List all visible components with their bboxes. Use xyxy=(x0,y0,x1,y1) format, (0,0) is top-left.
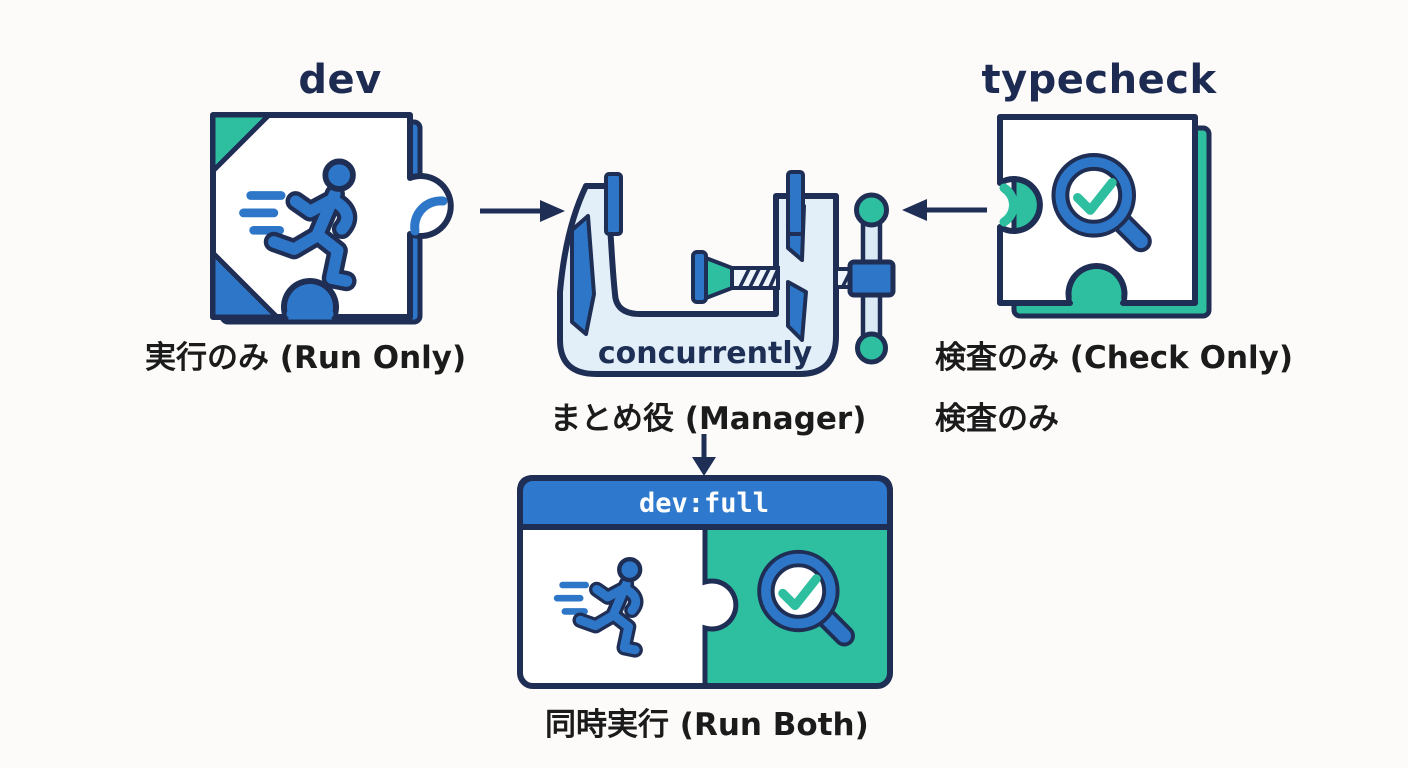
typecheck-node-title: typecheck xyxy=(981,57,1217,103)
dev-caption: 実行のみ (Run Only) xyxy=(145,340,467,376)
arrow-typecheck-to-concurrently xyxy=(902,199,987,221)
devfull-caption: 同時実行 (Run Both) xyxy=(545,707,869,743)
arrow-head xyxy=(692,457,716,476)
clamp-body xyxy=(557,183,839,377)
clamp-handle-ball-top xyxy=(854,192,889,228)
dev-node-title: dev xyxy=(298,57,382,103)
clamp-right-pad xyxy=(786,170,805,236)
clamp-left-pad xyxy=(604,172,623,236)
typecheck-bottom-socket-shading xyxy=(1071,278,1122,304)
arrow-dev-to-concurrently xyxy=(480,200,565,222)
arrow-head xyxy=(902,199,927,221)
dev-corner-teal xyxy=(210,112,272,174)
arrow-concurrently-to-devfull xyxy=(692,434,716,476)
typecheck-left-socket-shading xyxy=(999,183,1018,227)
clamp-right-accent-lower xyxy=(786,280,808,342)
clamp-icon xyxy=(557,170,896,377)
devfull-divider-tab xyxy=(702,527,739,686)
clamp-handle-ball-bottom xyxy=(855,331,888,365)
dev-tab-shading xyxy=(410,196,448,236)
concurrently-caption: まとめ役 (Manager) xyxy=(550,401,867,437)
devfull-card-border xyxy=(517,475,893,689)
clamp-screw-cap xyxy=(691,250,708,304)
clamp-screw-threads xyxy=(738,268,780,288)
dev-puzzle-piece xyxy=(210,112,454,325)
concurrently-label: concurrently xyxy=(597,336,813,371)
dev-corner-blue xyxy=(210,250,280,320)
clamp-screw-cone xyxy=(704,256,734,300)
typecheck-caption-secondary: 検査のみ xyxy=(935,401,1059,437)
devfull-card xyxy=(517,475,893,689)
devfull-title: dev:full xyxy=(638,488,770,519)
arrow-head xyxy=(540,200,565,222)
clamp-handle-block xyxy=(847,259,896,298)
typecheck-puzzle-piece xyxy=(997,114,1212,319)
clamp-left-accent xyxy=(570,214,596,336)
typecheck-caption: 検査のみ (Check Only) xyxy=(935,340,1294,376)
dev-socket-shading xyxy=(286,295,334,319)
